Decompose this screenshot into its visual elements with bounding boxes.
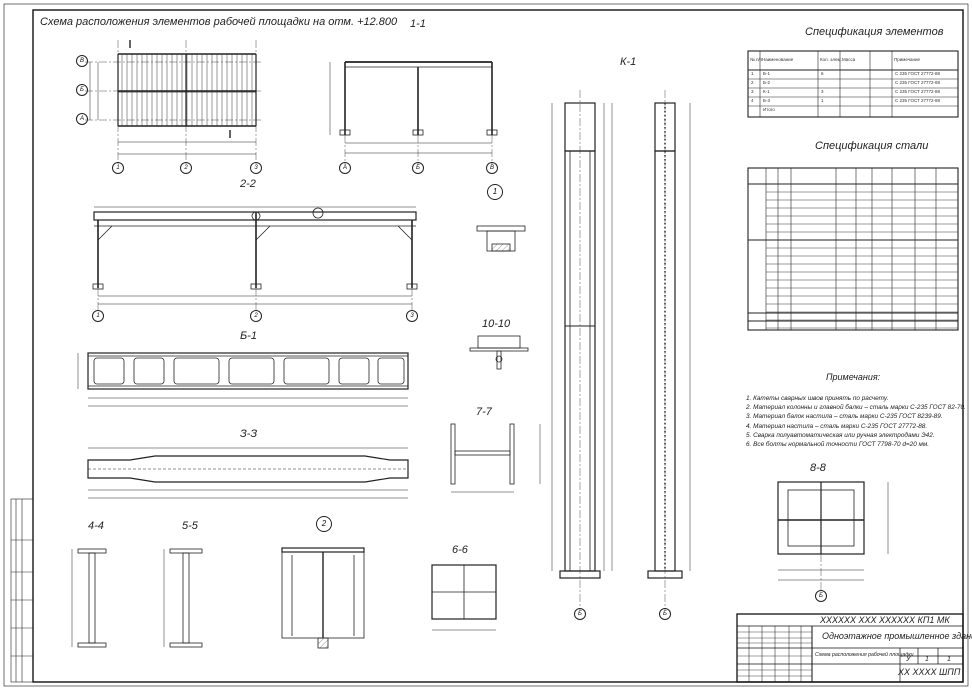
plan-axis-row-c: А (76, 113, 88, 125)
spec-elements-cell: Б-1 (763, 71, 770, 76)
binding-strip (10, 498, 34, 683)
view-title-7-7: 7-7 (476, 406, 492, 418)
s11-axis-a: А (339, 162, 351, 174)
spec-elements-cell: С 235 ГОСТ 27772-88 (895, 80, 941, 85)
s22-axis-1: 1 (92, 310, 104, 322)
note-item: 1. Катеты сварных швов принять по расчет… (746, 395, 889, 402)
spec-elements-cell: Итого (763, 107, 775, 112)
section-5-5 (163, 548, 203, 648)
note-item: 4. Материал настила – сталь марки С-235 … (746, 422, 928, 430)
spec-column-row-lines (766, 191, 958, 329)
column-k1-elevation (551, 90, 691, 610)
spec-elements-cell: 2 (751, 80, 754, 85)
note-item: 6. Все болты нормальной точности ГОСТ 77… (746, 441, 930, 449)
section-8-8 (777, 481, 889, 592)
view-title-1-1: 1-1 (410, 18, 426, 30)
node-2-marker: 2 (316, 516, 332, 532)
node-1-detail (476, 225, 526, 252)
plan-axis-col-2: 2 (180, 162, 192, 174)
title-block-project: Одноэтажное промышленное здание (822, 631, 972, 641)
title-block-drawing: Схема расположения рабочей площадки (815, 652, 914, 658)
title-block-org: ХХ ХХХХ ШПП (898, 667, 961, 677)
view-title-2-2: 2-2 (240, 178, 256, 190)
spec-elements-cell: 3 (821, 89, 824, 94)
plan-view (85, 40, 262, 165)
title-block-sheets: 1 (947, 656, 951, 663)
spec-elements-cell: Б-2 (763, 80, 770, 85)
k1-axis-right: Б (659, 608, 671, 620)
plan-title: Схема расположения элементов рабочей пло… (40, 16, 398, 28)
beam-b1-view (77, 352, 409, 407)
plan-axis-row-b: Б (76, 84, 88, 96)
spec-elements-cell: 4 (751, 98, 754, 103)
section-4-4 (71, 548, 107, 648)
title-block-sheet-no: 1 (925, 656, 929, 663)
spec-elements-header-cell: Примечание (894, 57, 921, 62)
title-block (736, 613, 964, 683)
spec-elements-header-cell: Кол. элем. (820, 57, 842, 62)
spec-column-title: Спецификация стали (815, 140, 929, 152)
section-10-10 (469, 335, 529, 370)
k1-axis-left: Б (574, 608, 586, 620)
spec-elements-cell: 1 (821, 98, 824, 103)
node-1-marker: 1 (487, 184, 503, 200)
note-item: 5. Сварка полуавтоматическая или ручная … (746, 431, 935, 439)
section-2-2 (92, 206, 418, 312)
view-title-10-10: 10-10 (482, 318, 511, 330)
view-title-zz: З-З (240, 428, 258, 440)
spec-elements-cell: С 235 ГОСТ 27772-88 (895, 98, 941, 103)
spec-elements-table (747, 50, 959, 118)
view-title-6-6: 6-6 (452, 544, 468, 556)
title-block-code: ХХХХХХ ХХХ ХХХХХХ КП1 МК (820, 615, 950, 625)
s22-axis-3: 3 (406, 310, 418, 322)
note-item: 2. Материал колонны и главной балки – ст… (746, 404, 966, 412)
section-7-7 (450, 423, 541, 493)
spec-elements-cell: 1 (751, 71, 754, 76)
spec-elements-cell: 3 (751, 89, 754, 94)
view-title-8-8: 8-8 (810, 462, 826, 474)
plan-axis-row-a: В (76, 55, 88, 67)
spec-elements-cell: К-1 (763, 89, 770, 94)
spec-elements-header-cell: № п/п (750, 57, 763, 62)
spec-elements-title: Спецификация элементов (805, 26, 944, 38)
view-title-k1: К-1 (620, 56, 637, 68)
s22-axis-2: 2 (250, 310, 262, 322)
spec-elements-cell: С 235 ГОСТ 27772-88 (895, 71, 941, 76)
view-title-4-4: 4-4 (88, 520, 104, 532)
view-title-5-5: 5-5 (182, 520, 198, 532)
section-6-6 (431, 564, 497, 631)
spec-elements-cell: Б-3 (763, 98, 770, 103)
plan-axis-col-1: 1 (112, 162, 124, 174)
section-1-1 (329, 61, 498, 165)
sheet-frame (3, 3, 969, 687)
s11-axis-c: В (486, 162, 498, 174)
note-item: 3. Материал балок настила – сталь марки … (746, 413, 943, 421)
spec-elements-header-cell: Масса (842, 57, 856, 62)
s88-axis: Б (815, 590, 827, 602)
s11-axis-b: Б (412, 162, 424, 174)
spec-elements-header-cell: Наименование (762, 57, 794, 62)
notes-title: Примечания: (826, 372, 881, 382)
spec-column-table (747, 167, 959, 331)
node-2-detail (281, 547, 365, 649)
plan-axis-col-3: 3 (250, 162, 262, 174)
spec-elements-cell: 6 (821, 71, 824, 76)
notes-list: 1. Катеты сварных швов принять по расчет… (746, 394, 966, 449)
beam-plan-zz (87, 447, 409, 499)
title-block-stage: У (906, 656, 911, 663)
view-title-b1: Б-1 (240, 330, 257, 342)
spec-elements-cell: С 235 ГОСТ 27772-88 (895, 89, 941, 94)
